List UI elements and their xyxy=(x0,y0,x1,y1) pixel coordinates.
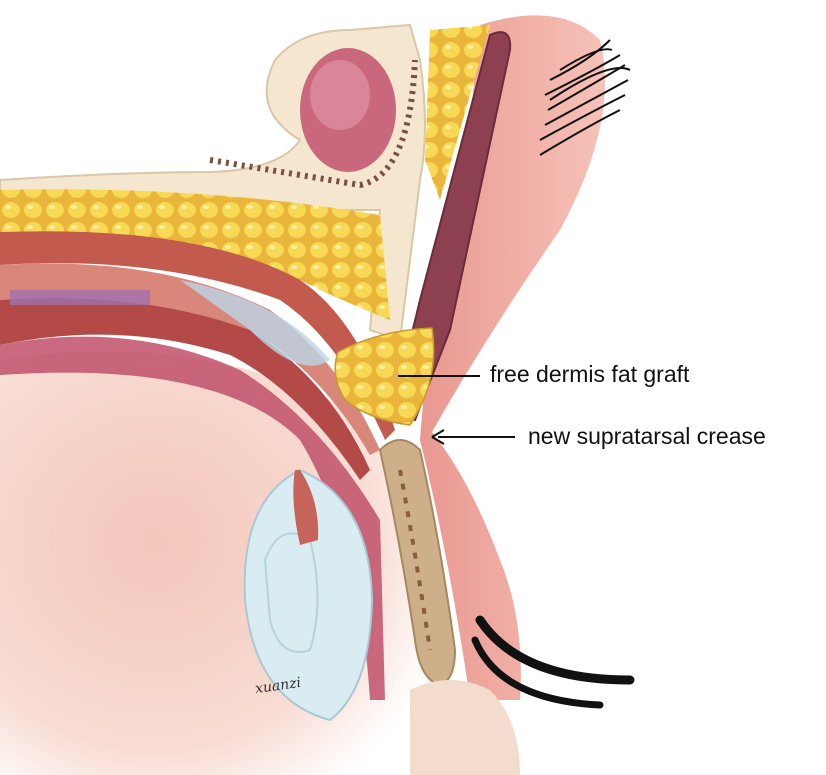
graft-label: free dermis fat graft xyxy=(490,361,690,387)
preaponeurotic-fat xyxy=(425,25,490,200)
dermis-fat-graft xyxy=(334,327,435,426)
eyelashes-lower xyxy=(471,615,635,709)
eyebrow-hairs xyxy=(539,39,631,156)
lower-lid xyxy=(410,680,520,775)
conjunctiva xyxy=(0,336,385,700)
bone-marrow xyxy=(209,59,418,189)
orbital-fat xyxy=(0,189,390,320)
cornea xyxy=(243,468,374,722)
levator-muscle xyxy=(0,231,395,440)
iris xyxy=(293,470,319,545)
crease-label: new supratarsal crease xyxy=(528,423,766,449)
superior-rectus xyxy=(0,298,370,480)
crease-arrowhead-icon xyxy=(431,429,445,445)
tarsal-plate xyxy=(378,439,457,687)
